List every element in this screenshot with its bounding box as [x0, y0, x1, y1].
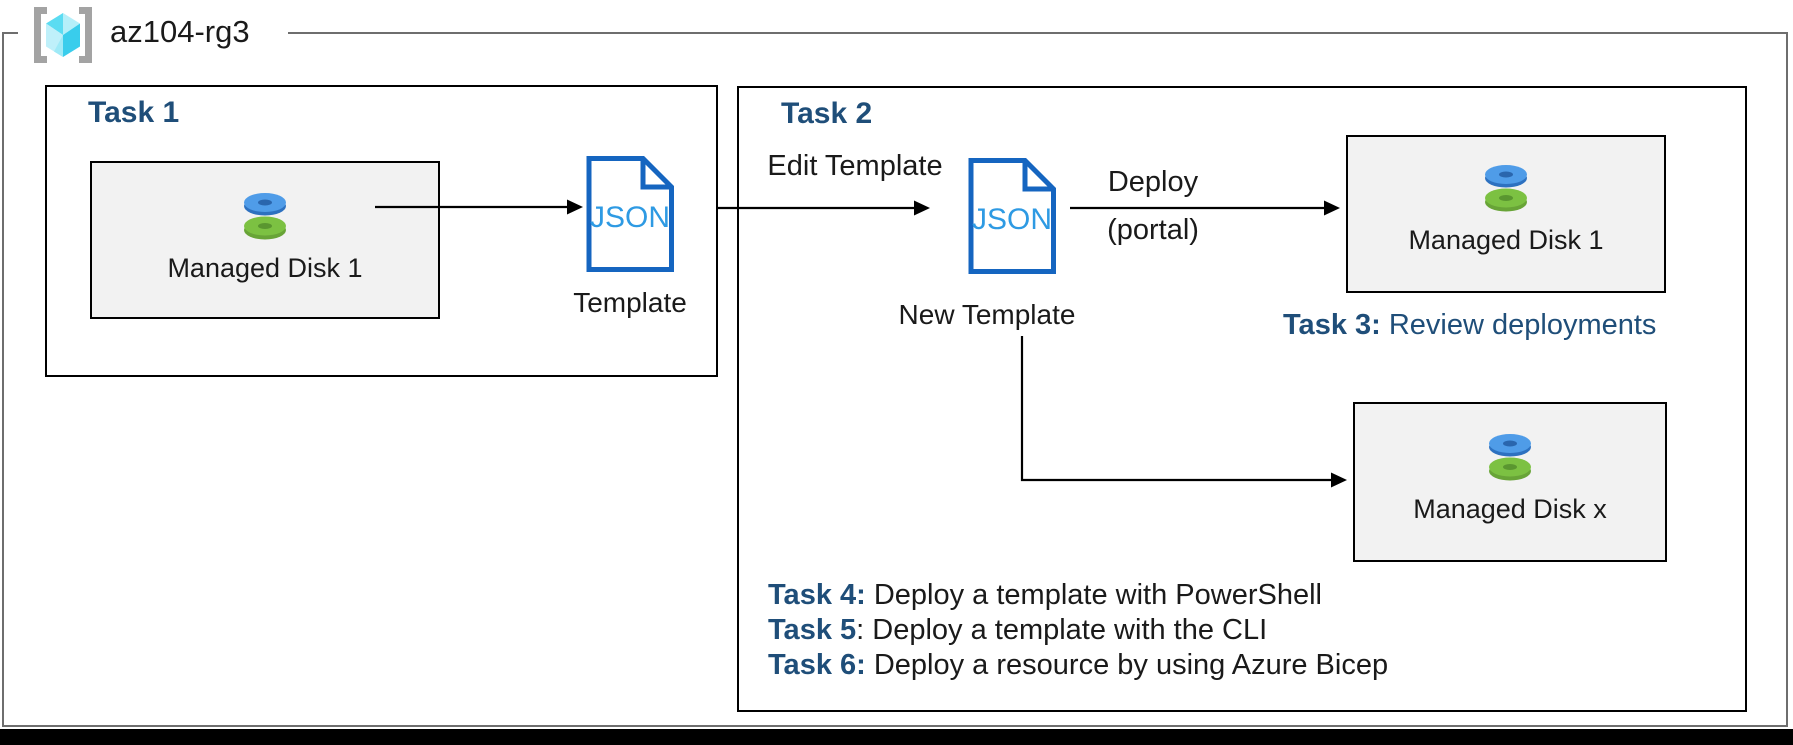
managed-disk-x-label: Managed Disk x	[1413, 494, 1607, 524]
task4-text: Deploy a template with PowerShell	[865, 579, 1322, 611]
resource-group-frame	[2, 32, 1788, 727]
task4-prefix: Task 4:	[768, 579, 866, 611]
template-label: Template	[573, 287, 687, 318]
managed-disk-x-box: Managed Disk x	[1353, 402, 1667, 562]
managed-disk-1-label: Managed Disk 1	[167, 253, 363, 283]
resource-group-name: az104-rg3	[110, 14, 250, 49]
task2-title: Task 2	[781, 97, 873, 130]
managed-disk-1-deployed-box: Managed Disk 1	[1346, 135, 1666, 293]
json-file-text: JSON	[590, 201, 670, 234]
task6-line: Task 6: Deploy a resource by using Azure…	[768, 648, 1388, 683]
task3-caption: Task 3: Review deployments	[1283, 309, 1656, 342]
managed-disk-icon	[1489, 434, 1531, 481]
task5-text: : Deploy a template with the CLI	[856, 614, 1268, 646]
json-file-icon: JSON	[968, 158, 1056, 274]
managed-disk-1-box: Managed Disk 1	[90, 161, 440, 319]
json-file-icon: JSON	[586, 156, 674, 272]
task3-prefix: Task 3:	[1283, 309, 1381, 341]
managed-disk-icon	[1485, 165, 1527, 212]
json-file-text: JSON	[972, 203, 1052, 236]
managed-disk-icon	[244, 193, 286, 240]
task5-line: Task 5: Deploy a template with the CLI	[768, 613, 1388, 648]
task6-text: Deploy a resource by using Azure Bicep	[865, 649, 1389, 681]
task5-prefix: Task 5	[768, 614, 857, 646]
task4-line: Task 4: Deploy a template with PowerShel…	[768, 578, 1388, 613]
managed-disk-1-deployed-label: Managed Disk 1	[1408, 225, 1604, 255]
task3-text: Review deployments	[1380, 309, 1657, 341]
new-template-label: New Template	[898, 299, 1076, 330]
resource-group-icon	[34, 7, 92, 63]
task6-prefix: Task 6:	[768, 649, 866, 681]
edit-template-arrow-label: Edit Template	[767, 150, 943, 182]
bottom-black-bar	[0, 729, 1793, 745]
deploy-arrow-label: Deploy	[1107, 166, 1199, 198]
deploy-portal-label: (portal)	[1107, 214, 1199, 246]
task-list: Task 4: Deploy a template with PowerShel…	[768, 578, 1388, 683]
task1-title: Task 1	[88, 96, 180, 129]
